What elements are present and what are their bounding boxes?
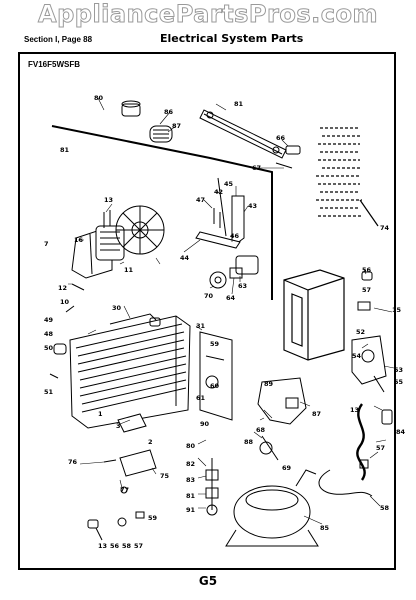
callout-label: 56	[362, 266, 372, 274]
callout-label: 15	[392, 306, 402, 314]
diagram-frame	[18, 52, 396, 570]
callout-label: 87	[172, 122, 181, 130]
watermark: AppliancePartsPros.com	[38, 0, 378, 29]
callout-label: 11	[124, 266, 134, 274]
clip-parts-left	[49, 305, 75, 379]
callout-label: 58	[122, 542, 132, 550]
callout-label: 47	[196, 196, 205, 204]
callout-label: 89	[264, 380, 274, 388]
leader-lines	[68, 97, 395, 525]
callout-label: 74	[380, 224, 390, 232]
callout-label: 76	[68, 458, 78, 466]
callout-label: 57	[376, 444, 385, 452]
hardware-bottom-left	[87, 511, 145, 541]
callout-label: 45	[224, 180, 234, 188]
wire-harness	[316, 127, 379, 227]
callout-label: 56	[110, 542, 120, 550]
callout-label: 80	[94, 94, 104, 102]
callout-label: 59	[148, 514, 158, 522]
callout-label: 54	[352, 352, 362, 360]
callout-label: 46	[230, 232, 240, 240]
callout-label: 50	[44, 344, 54, 352]
model-number: FV16F5WSFB	[28, 60, 81, 69]
callout-label: 68	[256, 426, 266, 434]
callout-label: 13	[104, 196, 113, 204]
callout-label: 81	[234, 100, 244, 108]
callout-label: 57	[362, 286, 371, 294]
callout-label: 69	[282, 464, 292, 472]
callout-label: 30	[112, 304, 122, 312]
callout-label: 13	[98, 542, 107, 550]
defrost-timer	[209, 255, 259, 289]
overload-relay	[257, 377, 307, 461]
callout-label: 83	[186, 476, 195, 484]
callout-label: 67	[252, 164, 261, 172]
callout-label: 59	[210, 340, 220, 348]
callout-label: 55	[394, 378, 404, 386]
callout-label: 58	[380, 504, 390, 512]
callout-label: 12	[58, 284, 67, 292]
callout-label: 31	[196, 322, 206, 330]
power-cord	[318, 403, 373, 497]
callout-label: 75	[160, 472, 170, 480]
section-reference: Section I, Page 88	[24, 35, 93, 44]
callout-label: 81	[186, 492, 196, 500]
callout-label: 51	[44, 388, 54, 396]
callout-label: 2	[148, 438, 153, 446]
callout-label: 66	[276, 134, 286, 142]
callout-label: 77	[120, 486, 129, 494]
cold-control	[351, 335, 387, 393]
callout-label: 70	[204, 292, 214, 300]
callout-label: 61	[196, 394, 206, 402]
callout-label: 88	[244, 438, 254, 446]
callout-label: 80	[186, 442, 196, 450]
callout-label: 48	[44, 330, 54, 338]
small-parts-bottom	[205, 458, 219, 516]
page-number: G5	[198, 574, 218, 588]
bracket-parts-left	[103, 413, 157, 494]
drain-pan	[199, 331, 233, 421]
callout-label: 49	[44, 316, 54, 324]
callout-label: 81	[60, 146, 70, 154]
heater-bar	[199, 109, 287, 159]
small-parts-right	[357, 271, 393, 469]
wire-plug-66	[275, 145, 301, 169]
divider-segment	[217, 177, 227, 237]
callout-label: 10	[60, 298, 70, 306]
callout-label: 63	[238, 282, 247, 290]
compressor	[225, 469, 319, 547]
bracket-assembly	[195, 195, 245, 249]
fan-motor-assembly	[71, 205, 165, 291]
callout-label: 53	[394, 366, 403, 374]
condenser-coil	[69, 313, 191, 429]
callout-label: 86	[164, 108, 174, 116]
callout-label: 64	[226, 294, 236, 302]
callout-label: 42	[214, 188, 223, 196]
callout-label: 85	[320, 524, 330, 532]
relay-part	[121, 100, 173, 143]
callout-label: 57	[134, 542, 143, 550]
callout-label: 52	[356, 328, 365, 336]
callout-label: 84	[396, 428, 406, 436]
callout-label: 3	[116, 422, 121, 430]
callout-label: 7	[44, 240, 49, 248]
callout-label: 16	[74, 236, 84, 244]
callout-label: 1	[98, 410, 103, 418]
section-divider-line	[51, 125, 273, 300]
callout-label: 91	[186, 506, 196, 514]
callout-labels: 80 81 86 87 81 66 67 74 13 7 16 12 10 11…	[44, 94, 406, 550]
callout-label: 82	[186, 460, 195, 468]
page-title: Electrical System Parts	[160, 32, 304, 45]
callout-label: 90	[200, 420, 210, 428]
callout-label: 87	[312, 410, 321, 418]
callout-label: 43	[248, 202, 257, 210]
callout-label: 60	[210, 382, 220, 390]
callout-label: 13	[350, 406, 359, 414]
control-housing	[283, 269, 345, 361]
callout-label: 44	[180, 254, 190, 262]
